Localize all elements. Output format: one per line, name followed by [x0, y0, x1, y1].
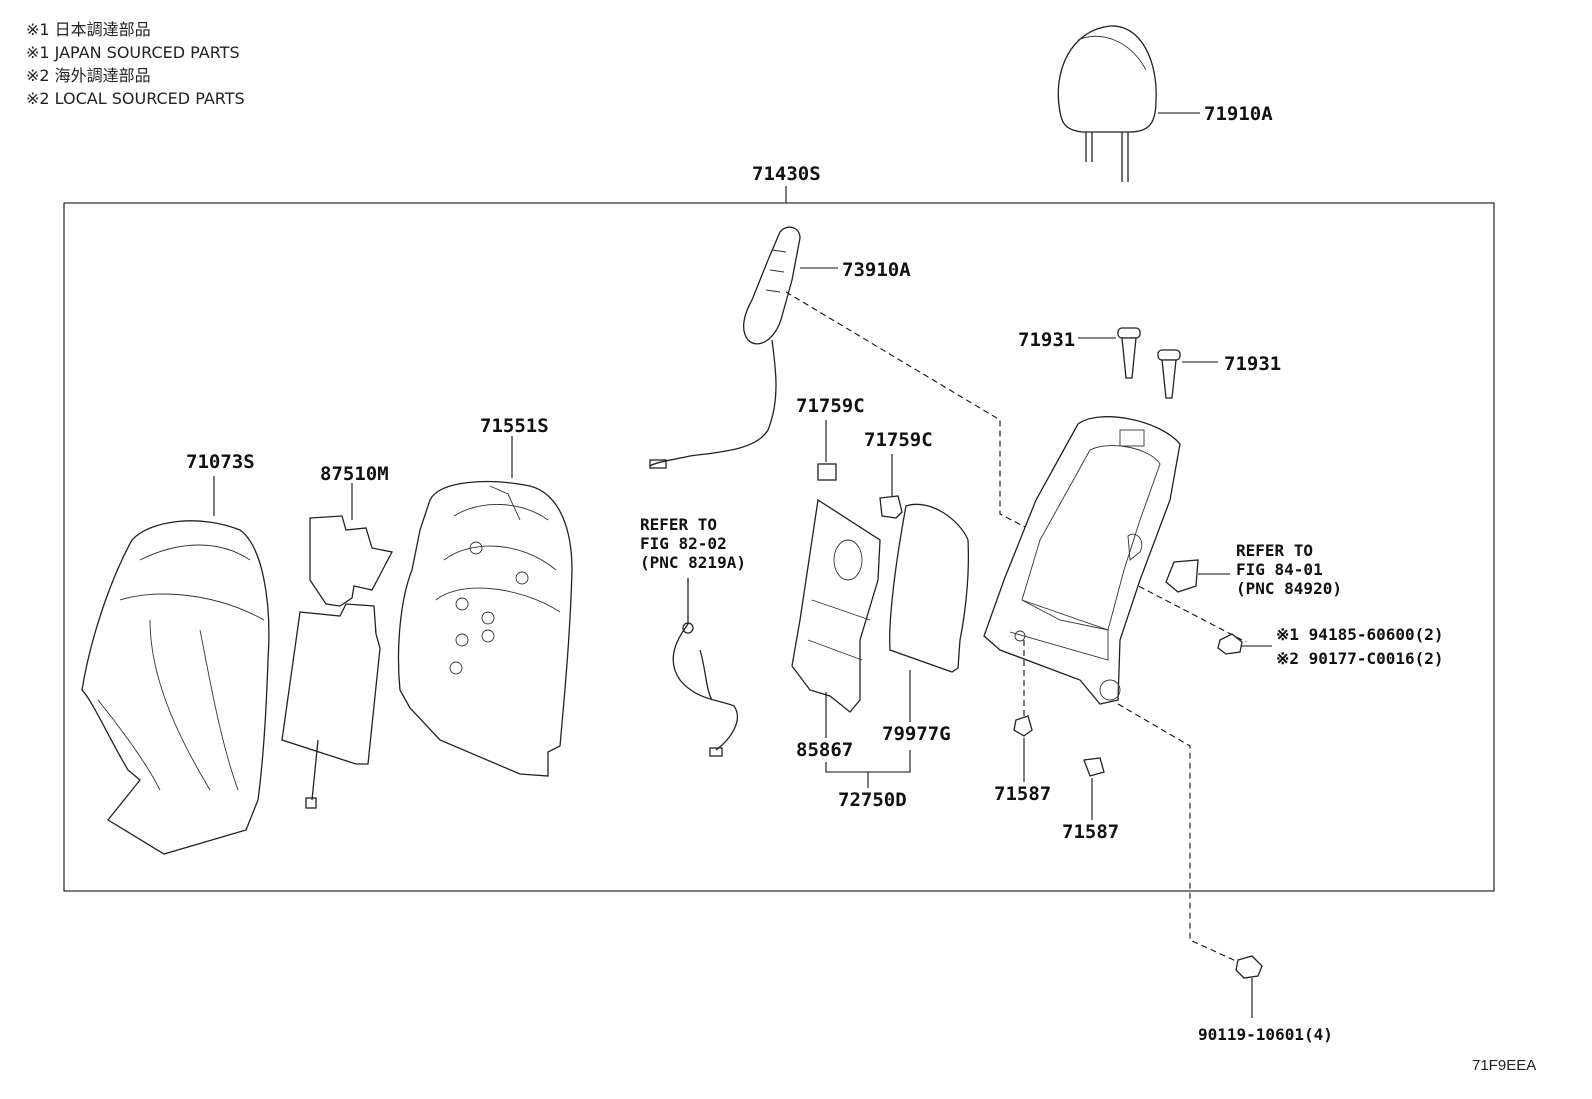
diagram-code: 71F9EEA: [1472, 1057, 1536, 1074]
bolt-part: [1235, 955, 1263, 1018]
ref2-line-2: FIG 84-01: [1236, 560, 1323, 579]
clip-71587-b: [1083, 757, 1105, 777]
label-71587-b: 71587: [1062, 821, 1119, 843]
label-85867: 85867: [796, 739, 853, 761]
seat-heater-part: [281, 515, 393, 809]
seat-back-frame-part: [983, 416, 1181, 705]
notes-block: ※1 日本調達部品 ※1 JAPAN SOURCED PARTS ※2 海外調達…: [26, 18, 245, 110]
label-72750D: 72750D: [838, 789, 907, 811]
ref1-line-3: (PNC 8219A): [640, 553, 746, 572]
ref1-line-2: FIG 82-02: [640, 534, 727, 553]
nut-part: [1217, 633, 1243, 655]
note-line-1: ※1 日本調達部品: [26, 20, 151, 39]
seat-back-pad-part: [397, 480, 573, 777]
label-71931-a: 71931: [1018, 329, 1075, 351]
ref2-line-1: REFER TO: [1236, 541, 1313, 560]
label-71910A: 71910A: [1204, 103, 1273, 125]
seat-back-cover-part: [81, 520, 270, 855]
guide-part-b: [1157, 349, 1181, 399]
ref2-line-3: (PNC 84920): [1236, 579, 1342, 598]
ref1-line-1: REFER TO: [640, 515, 717, 534]
label-71430S: 71430S: [752, 163, 821, 185]
label-71931-b: 71931: [1224, 353, 1281, 375]
clip-71587-a: [1013, 715, 1033, 737]
label-71073S: 71073S: [186, 451, 255, 473]
label-71759C-a: 71759C: [796, 395, 865, 417]
sensor-mat-part: [791, 498, 881, 713]
note-line-2: ※1 JAPAN SOURCED PARTS: [26, 43, 240, 62]
headrest-part: [1057, 25, 1157, 182]
note-line-3: ※2 海外調達部品: [26, 66, 151, 85]
frame-to-bolt-line: [1117, 703, 1239, 963]
clip-part-b: [879, 495, 903, 519]
label-94185: ※1 94185-60600(2): [1276, 625, 1444, 644]
guide-part-a: [1117, 327, 1141, 379]
label-71587-a: 71587: [994, 783, 1051, 805]
label-71551S: 71551S: [480, 415, 549, 437]
bracket-ref-part: [1165, 559, 1199, 593]
lumbar-pad-part: [889, 503, 970, 673]
label-79977G: 79977G: [882, 723, 951, 745]
assembly-box: [63, 202, 1495, 892]
label-87510M: 87510M: [320, 463, 389, 485]
label-71759C-b: 71759C: [864, 429, 933, 451]
label-90119: 90119-10601(4): [1198, 1025, 1333, 1044]
clip-part-a: [817, 463, 837, 481]
label-73910A: 73910A: [842, 259, 911, 281]
side-airbag-part: [649, 226, 801, 469]
label-90177: ※2 90177-C0016(2): [1276, 649, 1444, 668]
note-line-4: ※2 LOCAL SOURCED PARTS: [26, 89, 245, 108]
wire-harness-part: [672, 578, 739, 757]
